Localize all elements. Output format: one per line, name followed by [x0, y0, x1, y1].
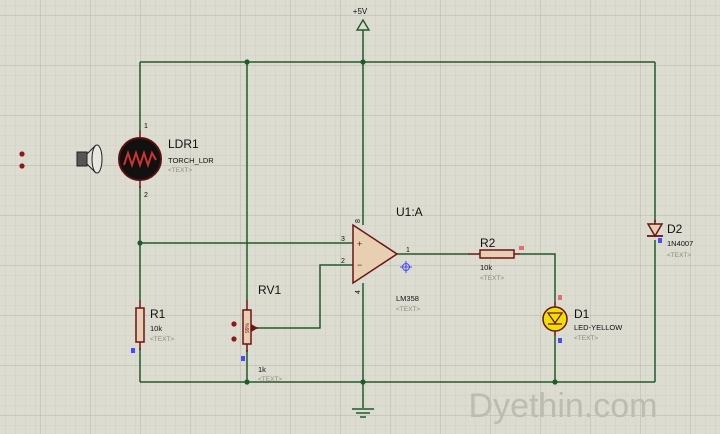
ldr-pin1: 1	[144, 123, 148, 130]
led-icon	[542, 302, 568, 336]
rv1-dot	[231, 321, 237, 327]
junction	[552, 379, 558, 385]
ldr1[interactable]: 1 2 LDR1 TORCH_LDR <TEXT>	[118, 123, 214, 199]
ldr-text: <TEXT>	[168, 167, 192, 174]
torch-pin-dot	[19, 151, 25, 157]
rv1-dot	[231, 336, 237, 342]
pin-marker	[658, 238, 662, 243]
torch-pin-dot	[19, 163, 25, 169]
pin-marker	[558, 338, 562, 343]
wire-rv1-wiper[interactable]	[257, 264, 353, 329]
watermark: Dyethin.com	[469, 387, 658, 425]
opamp-u1a[interactable]: + − 3 2 1 8 4 U1:A LM358 <TEXT>	[341, 205, 423, 313]
opamp-minus: −	[357, 260, 362, 270]
ldr-pin2: 2	[144, 192, 148, 199]
power-terminal[interactable]: +5V	[353, 7, 371, 31]
pin-marker	[131, 348, 135, 353]
r1-ref: R1	[150, 307, 166, 321]
diode-icon	[646, 220, 664, 238]
d2-ref: D2	[667, 222, 683, 236]
opamp-pin4: 4	[355, 290, 362, 294]
r1[interactable]: R1 10k <TEXT>	[131, 300, 174, 353]
opamp-pin8: 8	[355, 219, 362, 223]
rv1-value: 1k	[258, 365, 266, 374]
r2-text: <TEXT>	[480, 275, 504, 282]
d1[interactable]: D1 LED-YELLOW <TEXT>	[542, 295, 623, 343]
potentiometer-icon	[242, 300, 258, 352]
r1-value: 10k	[150, 324, 162, 333]
resistor-icon	[479, 249, 515, 259]
pin-marker	[558, 295, 562, 300]
d1-text: <TEXT>	[574, 335, 598, 342]
rv1-text: <TEXT>	[258, 376, 282, 383]
d1-ref: D1	[574, 307, 590, 321]
d2[interactable]: D2 1N4007 <TEXT>	[646, 220, 693, 259]
junction	[360, 379, 366, 385]
junction	[244, 379, 250, 385]
ldr-ref: LDR1	[168, 137, 199, 151]
opamp-pin2: 2	[341, 258, 345, 265]
ldr-icon	[118, 137, 162, 181]
torch[interactable]	[19, 144, 103, 174]
opamp-icon	[352, 223, 399, 285]
opamp-plus: +	[357, 239, 362, 249]
supply-label: +5V	[353, 7, 368, 16]
pin-marker	[519, 246, 524, 250]
pin-marker	[241, 356, 245, 361]
ground-icon[interactable]	[352, 408, 374, 418]
wire-r2-d1[interactable]	[520, 253, 556, 302]
probe-marker	[400, 261, 412, 273]
opamp-pin3: 3	[341, 236, 345, 243]
d2-value: 1N4007	[667, 239, 693, 248]
r1-text: <TEXT>	[150, 336, 174, 343]
opamp-value: LM358	[396, 294, 419, 303]
d1-value: LED-YELLOW	[574, 323, 623, 332]
rv1-body: 99%	[245, 322, 251, 333]
opamp-pin1: 1	[406, 247, 410, 254]
opamp-ref: U1:A	[396, 205, 423, 219]
r2-ref: R2	[480, 236, 496, 250]
junction	[137, 240, 143, 246]
rv1-ref: RV1	[258, 283, 281, 297]
d2-text: <TEXT>	[667, 252, 691, 259]
junction	[360, 59, 366, 65]
resistor-icon	[135, 307, 145, 343]
ldr-value: TORCH_LDR	[168, 156, 214, 165]
r2[interactable]: R2 10k <TEXT>	[468, 236, 524, 282]
r2-value: 10k	[480, 263, 492, 272]
wires	[139, 30, 656, 408]
power-terminal-icon	[355, 18, 371, 31]
rv1[interactable]: 99% RV1 1k <TEXT>	[231, 283, 282, 383]
opamp-text: <TEXT>	[396, 306, 420, 313]
junctions	[137, 59, 558, 385]
junction	[244, 59, 250, 65]
torch-icon	[76, 144, 103, 174]
